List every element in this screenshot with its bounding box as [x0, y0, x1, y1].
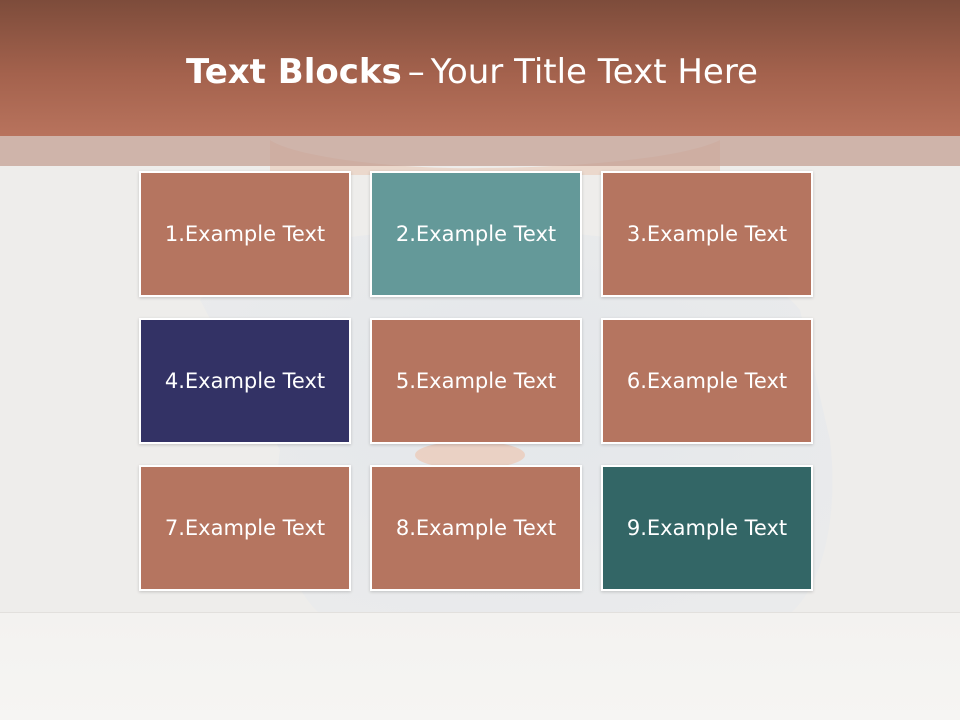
text-block-9[interactable]: 9.Example Text: [601, 465, 813, 591]
text-block-3[interactable]: 3.Example Text: [601, 171, 813, 297]
text-block-6[interactable]: 6.Example Text: [601, 318, 813, 444]
title-bar-band: [0, 136, 960, 166]
title-separator: –: [407, 52, 425, 92]
text-block-7[interactable]: 7.Example Text: [139, 465, 351, 591]
title-rest-text: Your Title Text Here: [430, 52, 758, 92]
text-block-4[interactable]: 4.Example Text: [139, 318, 351, 444]
floor-surface: [0, 612, 960, 720]
title-bar: [0, 0, 960, 136]
text-block-8[interactable]: 8.Example Text: [370, 465, 582, 591]
text-block-5[interactable]: 5.Example Text: [370, 318, 582, 444]
text-block-2[interactable]: 2.Example Text: [370, 171, 582, 297]
slide-title[interactable]: Text Blocks–Your Title Text Here: [0, 52, 944, 92]
text-block-1[interactable]: 1.Example Text: [139, 171, 351, 297]
title-bold-text: Text Blocks: [186, 52, 402, 92]
text-block-grid: 1.Example Text 2.Example Text 3.Example …: [139, 171, 815, 593]
